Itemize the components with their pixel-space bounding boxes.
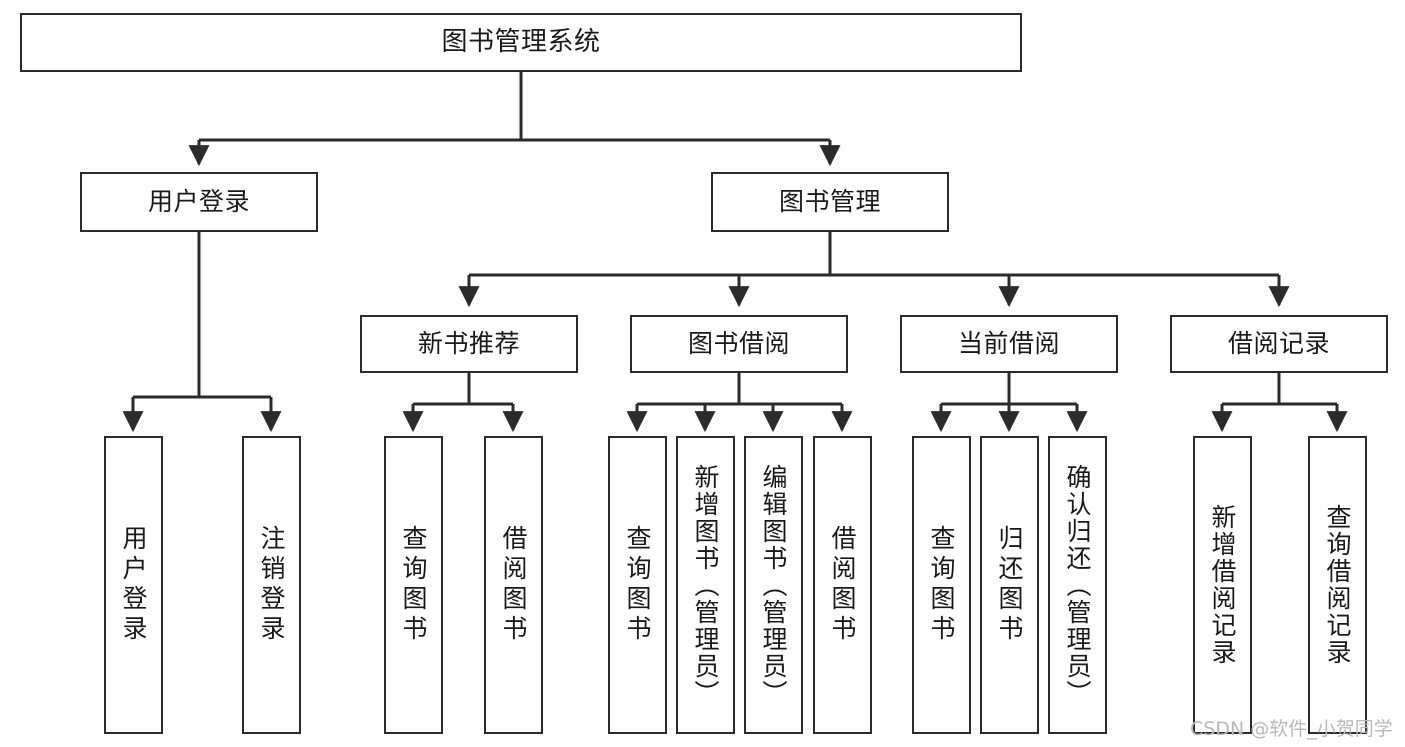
node-label: 查询图书: [623, 525, 652, 645]
node-borrow-record[interactable]: 借阅记录: [1170, 315, 1388, 373]
node-new-book-recommend[interactable]: 新书推荐: [360, 315, 578, 373]
node-label: 查询图书: [927, 525, 956, 645]
node-user-login[interactable]: 用户登录: [80, 172, 318, 232]
leaf-add-book[interactable]: 新增图书（管理员）: [676, 436, 735, 734]
node-label: 新增借阅记录: [1208, 504, 1237, 666]
leaf-user-login[interactable]: 用户登录: [104, 436, 163, 734]
node-label: 新增图书（管理员）: [691, 463, 720, 707]
node-label: 归还图书: [995, 525, 1024, 645]
node-book-management[interactable]: 图书管理: [711, 172, 949, 232]
node-label: 借阅图书: [828, 525, 857, 645]
node-label: 图书管理系统: [441, 26, 601, 57]
leaf-query-book-3[interactable]: 查询图书: [912, 436, 971, 734]
node-label: 用户登录: [147, 186, 250, 216]
csdn-watermark: CSDN @软件_小贺同学: [1190, 718, 1393, 740]
node-label: 借阅记录: [1227, 328, 1330, 358]
leaf-query-book-2[interactable]: 查询图书: [608, 436, 667, 734]
node-label: 图书管理: [778, 186, 881, 216]
leaf-borrow-book-2[interactable]: 借阅图书: [813, 436, 872, 734]
leaf-add-record[interactable]: 新增借阅记录: [1193, 436, 1252, 734]
leaf-return-book[interactable]: 归还图书: [980, 436, 1039, 734]
node-label: 编辑图书（管理员）: [759, 463, 788, 707]
node-root-system[interactable]: 图书管理系统: [20, 13, 1022, 72]
leaf-borrow-book-1[interactable]: 借阅图书: [484, 436, 543, 734]
node-book-borrow[interactable]: 图书借阅: [630, 315, 848, 373]
node-label: 图书借阅: [687, 328, 790, 358]
node-label: 注销登录: [257, 525, 286, 645]
node-label: 用户登录: [119, 525, 148, 645]
leaf-confirm-return[interactable]: 确认归还（管理员）: [1048, 436, 1107, 734]
node-label: 借阅图书: [499, 525, 528, 645]
leaf-user-logout[interactable]: 注销登录: [242, 436, 301, 734]
leaf-query-record[interactable]: 查询借阅记录: [1308, 436, 1367, 734]
leaf-edit-book[interactable]: 编辑图书（管理员）: [744, 436, 803, 734]
node-label: 查询图书: [399, 525, 428, 645]
node-label: 查询借阅记录: [1323, 504, 1352, 666]
node-label: 确认归还（管理员）: [1063, 463, 1092, 707]
node-current-borrow[interactable]: 当前借阅: [900, 315, 1118, 373]
node-label: 新书推荐: [417, 328, 520, 358]
leaf-query-book-1[interactable]: 查询图书: [384, 436, 443, 734]
node-label: 当前借阅: [957, 328, 1060, 358]
